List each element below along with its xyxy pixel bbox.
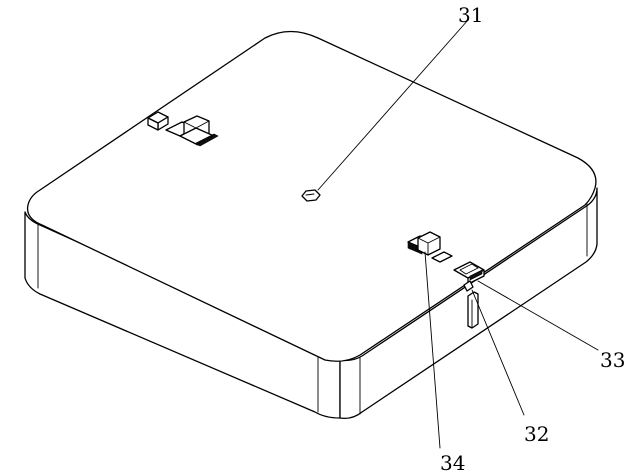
leader-31 [317, 19, 469, 191]
callout-34: 34 [440, 451, 465, 475]
callout-31: 31 [458, 3, 483, 27]
box-top-face [26, 30, 597, 362]
callout-32: 32 [524, 422, 549, 446]
callout-33: 33 [600, 348, 625, 372]
side-clip [463, 280, 479, 329]
leader-33 [477, 280, 599, 351]
leader-34 [424, 251, 441, 449]
leader-32 [471, 289, 525, 416]
left-connector [147, 111, 219, 147]
right-connector [407, 231, 453, 263]
leader-lines [317, 19, 599, 449]
center-hole [301, 189, 321, 202]
